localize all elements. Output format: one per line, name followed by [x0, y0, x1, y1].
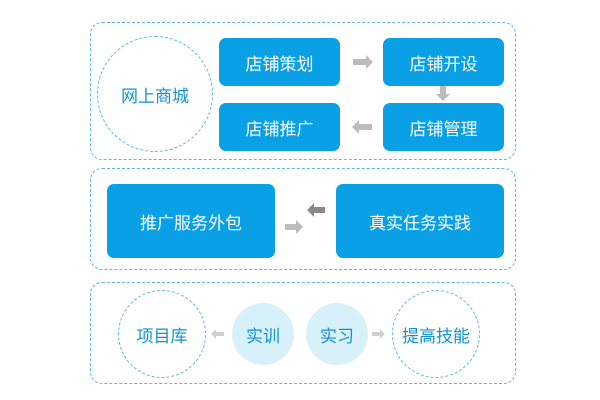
- box-store-promotion: 店铺推广: [219, 103, 340, 151]
- circle-internship: 实习: [306, 303, 368, 365]
- circle-internship-label: 实习: [320, 326, 354, 347]
- arrow-internship-to-skills: [372, 329, 385, 339]
- circle-online-store-label: 网上商城: [121, 86, 189, 107]
- arrow-to-outsourcing: [307, 203, 325, 217]
- box-store-planning-label: 店铺策划: [245, 54, 314, 75]
- panel-online-store: [90, 22, 516, 160]
- circle-project-library: 项目库: [118, 290, 206, 378]
- panel-tasks: [90, 168, 516, 270]
- box-promotion-outsourcing-label: 推广服务外包: [140, 213, 242, 234]
- panel-skills: [90, 282, 516, 384]
- circle-online-store: 网上商城: [97, 36, 213, 152]
- arrow-planning-to-setup: [353, 55, 373, 69]
- box-store-setup-label: 店铺开设: [409, 54, 478, 75]
- circle-project-library-label: 项目库: [136, 326, 188, 347]
- box-store-management-label: 店铺管理: [409, 119, 478, 140]
- box-store-setup: 店铺开设: [383, 38, 504, 86]
- circle-improve-skills: 提高技能: [392, 290, 480, 378]
- box-promotion-outsourcing: 推广服务外包: [107, 184, 275, 258]
- circle-training-label: 实训: [246, 326, 280, 347]
- arrow-management-to-promotion: [352, 120, 372, 134]
- box-store-planning: 店铺策划: [219, 38, 340, 86]
- box-store-promotion-label: 店铺推广: [245, 119, 314, 140]
- arrow-training-to-library: [211, 329, 224, 339]
- box-store-management: 店铺管理: [383, 103, 504, 151]
- arrow-setup-to-management: [436, 86, 450, 101]
- box-real-task-practice-label: 真实任务实践: [369, 213, 471, 234]
- circle-training: 实训: [232, 303, 294, 365]
- circle-improve-skills-label: 提高技能: [402, 326, 470, 347]
- arrow-to-real-tasks: [285, 220, 303, 234]
- box-real-task-practice: 真实任务实践: [336, 184, 504, 258]
